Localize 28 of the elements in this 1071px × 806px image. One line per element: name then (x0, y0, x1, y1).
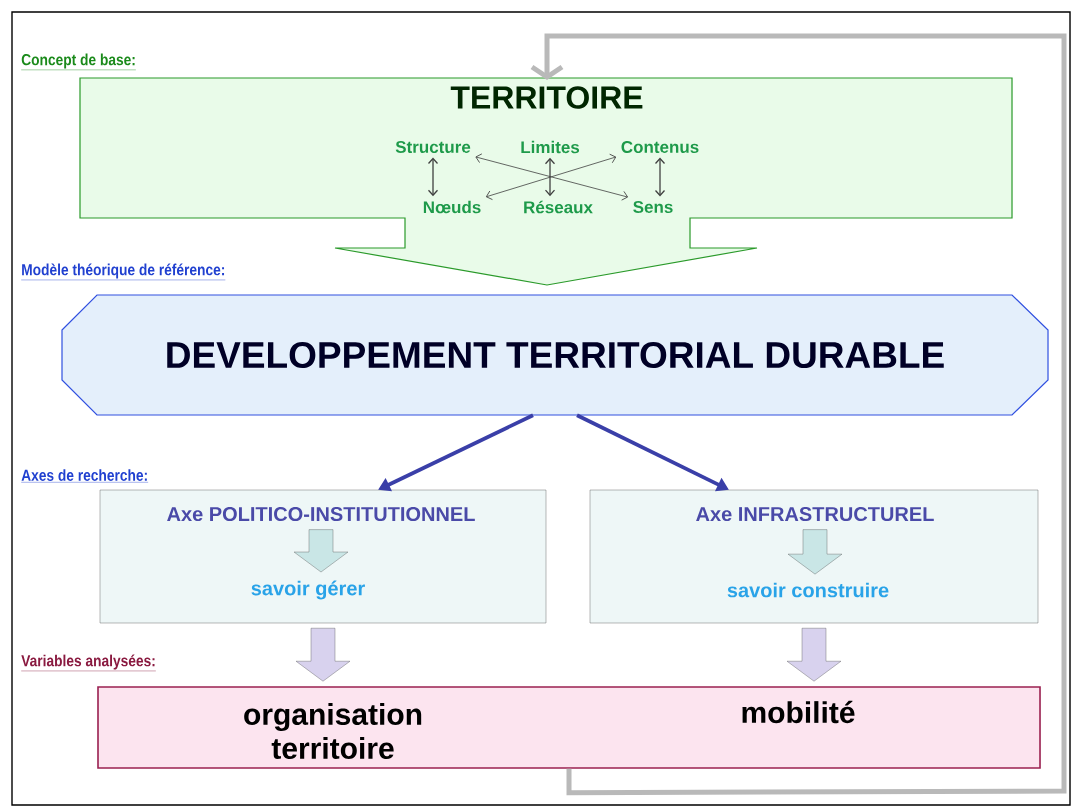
concept-word: Sens (633, 201, 673, 214)
concept-word: Nœuds (423, 200, 481, 214)
block-arrow (295, 628, 351, 682)
concept-word: Contenus (621, 141, 699, 154)
research-axis-box (99, 489, 547, 624)
double-arrow (475, 153, 628, 201)
block-arrow (786, 628, 842, 682)
concept-word: Structure (395, 141, 471, 154)
double-arrow (654, 157, 666, 197)
double-arrow (427, 157, 439, 197)
block-arrow (293, 529, 349, 573)
variable-text: mobilité (742, 700, 855, 724)
section-heading: Axes de recherche: (21, 469, 149, 483)
axis-heading: Axe POLITICO-INSTITUTIONNEL (167, 506, 475, 522)
outcome-text: savoir gérer (251, 580, 365, 600)
section-heading: Concept de base: (21, 53, 137, 71)
concept-word: Limites (521, 140, 580, 154)
axis-heading: Axe INFRASTRUCTUREL (696, 506, 934, 522)
concept-word: Réseaux (524, 200, 593, 214)
outcome-text: savoir construire (727, 582, 889, 598)
double-arrow (485, 153, 617, 200)
research-axis-box (589, 489, 1039, 624)
double-arrow (544, 157, 556, 197)
variable-text: organisation territoire (244, 703, 422, 760)
block-arrow (787, 529, 843, 575)
variables-box (97, 686, 1041, 769)
section-heading: Variables analysées: (21, 654, 157, 672)
feedback-arrow (530, 33, 1067, 796)
